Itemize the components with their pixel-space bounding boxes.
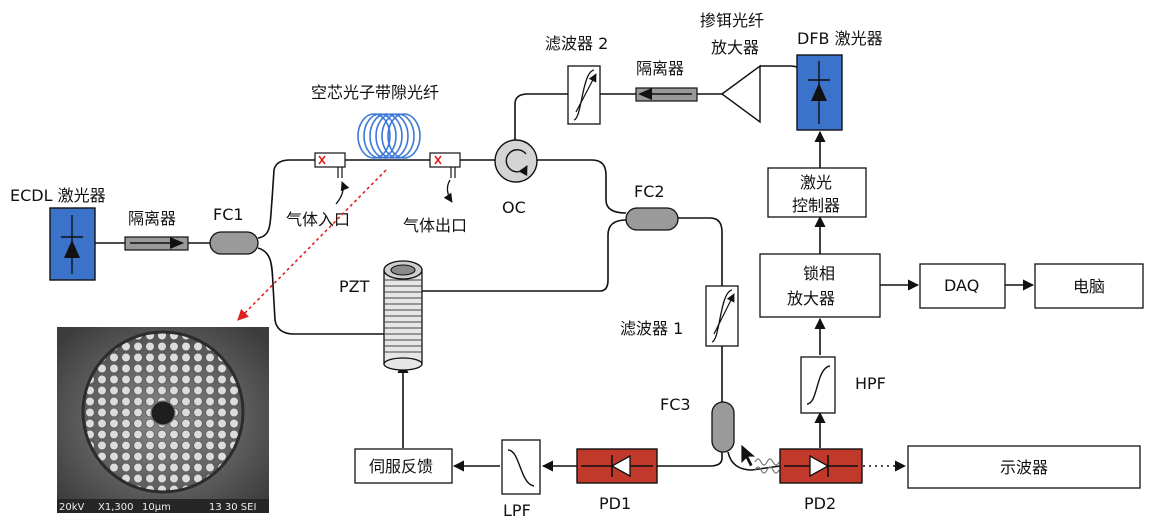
isolator-1-label: 隔离器 — [128, 209, 176, 228]
hcf-label: 空芯光子带隙光纤 — [311, 83, 439, 102]
mouse-cursor-icon — [740, 443, 758, 468]
fiber-lines — [95, 65, 801, 474]
sem-mag: X1,300 — [98, 502, 133, 513]
edfa-label-line2: 放大器 — [711, 38, 759, 57]
gas-outlet-cell — [429, 152, 461, 203]
gas-outlet-label: 气体出口 — [403, 216, 467, 235]
daq-box — [919, 263, 1006, 309]
optical-circulator-icon — [494, 139, 538, 183]
fc2-label: FC2 — [634, 182, 665, 201]
lockin-line2: 放大器 — [787, 289, 835, 308]
lockin-line1: 锁相 — [803, 264, 835, 283]
sem-image — [57, 327, 269, 513]
oscilloscope-box — [907, 445, 1141, 489]
fc3-label: FC3 — [660, 395, 691, 414]
hpf-label: HPF — [855, 374, 886, 393]
gas-inlet-cell — [314, 152, 350, 205]
sem-info: 13 30 SEI — [209, 502, 256, 513]
ecdl-label: ECDL 激光器 — [10, 186, 106, 205]
pzt-icon — [383, 260, 423, 371]
filter-2-label: 滤波器 2 — [545, 34, 608, 53]
fc3-coupler — [711, 401, 735, 453]
computer-box — [1034, 263, 1144, 309]
pd1-photodiode-icon — [576, 448, 658, 484]
fc1-coupler — [209, 231, 259, 255]
filter-1-icon — [705, 285, 739, 347]
lockin-amplifier-box — [759, 253, 881, 318]
daq-label: DAQ — [944, 276, 979, 295]
electrical-arrows — [397, 130, 1035, 472]
lpf-icon — [501, 439, 541, 495]
dfb-laser-icon — [796, 54, 843, 131]
sem-kv: 20kV — [59, 502, 85, 513]
filter-2-icon — [567, 65, 601, 125]
zoom-pointer-arrow — [237, 169, 387, 321]
isolator-2-icon — [635, 87, 698, 102]
laser-controller-box — [767, 167, 867, 218]
isolator-2-label: 隔离器 — [636, 59, 684, 78]
hpf-icon — [800, 356, 836, 414]
hollow-core-fiber-coil-icon — [357, 113, 421, 159]
oc-label: OC — [502, 198, 526, 217]
edfa-label-line1: 掺铒光纤 — [700, 11, 764, 30]
fc1-label: FC1 — [213, 205, 244, 224]
filter-1-label: 滤波器 1 — [620, 319, 683, 338]
isolator-1-icon — [124, 236, 189, 251]
lpf-label: LPF — [503, 501, 531, 520]
ecdl-laser-icon — [49, 207, 96, 281]
pd2-photodiode-icon — [779, 448, 863, 484]
gas-inlet-label: 气体入口 — [286, 210, 350, 229]
oscilloscope-label: 示波器 — [1000, 458, 1048, 477]
sem-scale: 10μm — [142, 502, 171, 513]
pzt-label: PZT — [339, 277, 370, 296]
servo-feedback-label: 伺服反馈 — [369, 457, 433, 476]
edfa-icon — [720, 64, 761, 124]
laser-controller-line1: 激光 — [800, 173, 832, 192]
computer-label: 电脑 — [1073, 277, 1105, 296]
pd1-label: PD1 — [599, 494, 631, 513]
laser-controller-line2: 控制器 — [792, 196, 840, 215]
servo-feedback-box — [354, 448, 453, 484]
pd2-label: PD2 — [804, 494, 836, 513]
dfb-label: DFB 激光器 — [797, 29, 883, 48]
fc2-coupler — [625, 207, 679, 231]
